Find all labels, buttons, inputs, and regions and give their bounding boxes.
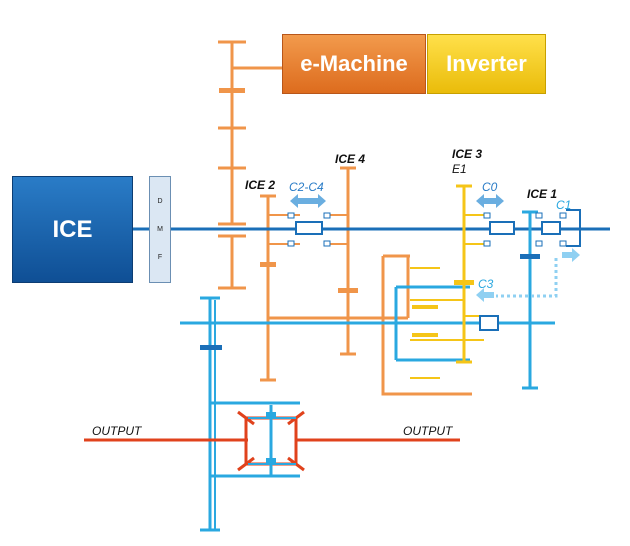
ice1-label: ICE 1 xyxy=(527,187,558,201)
blue-gear-teeth xyxy=(200,254,540,350)
dmf-letter-f: F xyxy=(157,254,163,261)
dmf-letter-d: D xyxy=(157,198,163,205)
inverter-box: Inverter xyxy=(427,34,546,94)
inverter-label: Inverter xyxy=(446,51,527,76)
c3-arrow xyxy=(476,288,494,302)
c2-c4-label: C2-C4 xyxy=(289,180,324,194)
orange-drivetrain xyxy=(218,40,472,396)
differential xyxy=(237,405,305,475)
output-left-label: OUTPUT xyxy=(92,424,142,438)
dual-mass-flywheel: D M F xyxy=(149,176,171,283)
emachine-box: e-Machine xyxy=(282,34,426,94)
clutch-c2-c4 xyxy=(287,212,331,247)
ice3-e1-gear xyxy=(410,184,484,379)
c2-c4-arrow xyxy=(290,194,326,208)
ice2-label: ICE 2 xyxy=(245,178,276,192)
output-right-label: OUTPUT xyxy=(403,424,453,438)
emachine-label: e-Machine xyxy=(300,51,408,76)
c1-label: C1 xyxy=(556,198,572,212)
orange-gear-teeth xyxy=(219,88,358,293)
e1-label: E1 xyxy=(452,162,467,176)
clutch-c1 xyxy=(535,209,581,247)
yellow-gear-teeth xyxy=(412,280,474,337)
ice-engine-box: ICE xyxy=(12,176,133,283)
c1-arrow xyxy=(562,248,580,262)
clutch-c3 xyxy=(479,315,499,331)
c0-arrow xyxy=(476,194,504,208)
c0-label: C0 xyxy=(482,180,498,194)
dmf-letter-m: M xyxy=(157,226,163,233)
clutch-c0 xyxy=(483,212,515,247)
ice3-label: ICE 3 xyxy=(452,147,483,161)
c3-label: C3 xyxy=(478,277,494,291)
ice4-label: ICE 4 xyxy=(335,152,366,166)
ice-engine-label: ICE xyxy=(52,215,93,243)
output-drivetrain xyxy=(180,210,555,532)
c1-c3-dotted-link xyxy=(496,258,558,298)
